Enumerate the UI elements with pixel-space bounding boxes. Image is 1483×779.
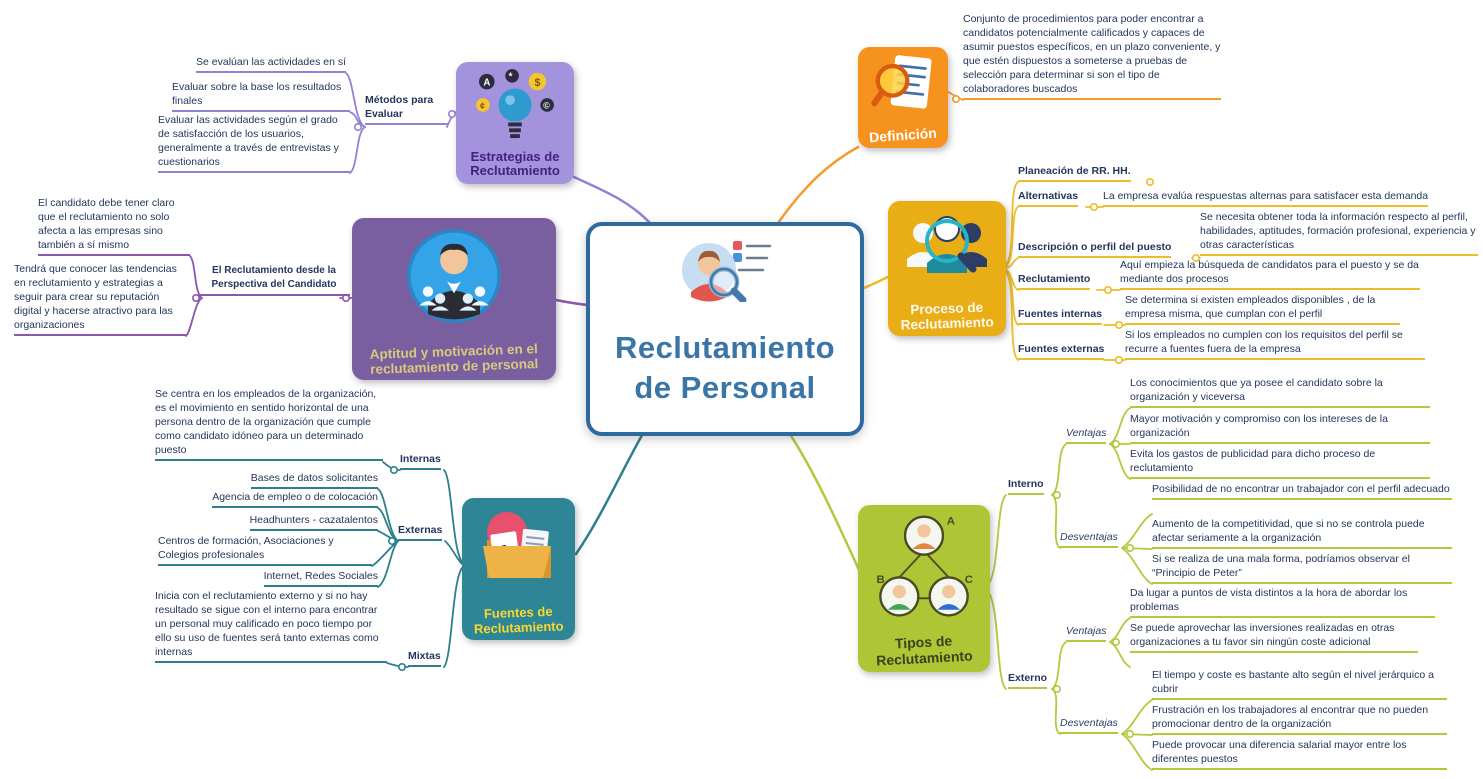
tipos-externo-desventajas-label[interactable]: Desventajas xyxy=(1060,716,1118,734)
aptitud-item-text[interactable]: El candidato debe tener claro que el rec… xyxy=(38,196,190,256)
people-search-icon xyxy=(907,216,987,273)
proceso-item-label[interactable]: Fuentes internas xyxy=(1018,307,1103,325)
tipos-item-text[interactable]: Mayor motivación y compromiso con los in… xyxy=(1130,412,1430,444)
central-topic[interactable]: Reclutamiento de Personal xyxy=(586,222,864,436)
person-with-magnifier-and-checklist-icon xyxy=(682,241,772,302)
three-people-network-icon: A B C xyxy=(877,515,973,617)
tipos-interno-ventajas-label[interactable]: Ventajas xyxy=(1066,426,1107,444)
document-magnifier-icon xyxy=(871,55,932,109)
proceso-item-text[interactable]: Se necesita obtener toda la información … xyxy=(1200,210,1478,256)
proceso-item-label[interactable]: Alternativas xyxy=(1018,189,1079,207)
fuentes-externas-item[interactable]: Bases de datos solicitantes xyxy=(250,471,378,489)
perspectiva-label[interactable]: El Reclutamiento desde la Perspectiva de… xyxy=(198,264,350,296)
fuentes-externas-item[interactable]: Centros de formación, Asociaciones y Col… xyxy=(158,534,372,566)
tipos-item-text[interactable]: Los conocimientos que ya posee el candid… xyxy=(1130,376,1430,408)
proceso-item-label[interactable]: Reclutamiento xyxy=(1018,272,1091,290)
central-title-line2: de Personal xyxy=(634,370,816,406)
tipos-interno-desventajas-label[interactable]: Desventajas xyxy=(1060,530,1118,548)
central-title-line1: Reclutamiento xyxy=(614,330,836,365)
tipos-item-text[interactable]: Puede provocar una diferencia salarial m… xyxy=(1152,738,1447,770)
svg-text:©: © xyxy=(543,100,550,110)
fuentes-externas-item[interactable]: Internet, Redes Sociales xyxy=(263,569,378,587)
tipos-externo-ventajas-label[interactable]: Ventajas xyxy=(1066,624,1107,642)
estrategias-item-text[interactable]: Se evalúan las actividades en sí xyxy=(196,55,347,73)
svg-text:$: $ xyxy=(534,77,540,89)
proceso-label: Proceso de Reclutamiento xyxy=(900,299,995,333)
proceso-item-text[interactable]: Si los empleados no cumplen con los requ… xyxy=(1125,328,1425,360)
tipos-item-text[interactable]: Frustración en los trabajadores al encon… xyxy=(1152,703,1447,735)
proceso-item-label[interactable]: Descripción o perfil del puesto xyxy=(1018,240,1172,258)
tipos-item-text[interactable]: Posibilidad de no encontrar un trabajado… xyxy=(1152,482,1452,500)
proceso-item-label[interactable]: Planeación de RR. HH. xyxy=(1018,164,1131,182)
team-circle-icon xyxy=(407,229,501,323)
estrategias-label: Estrategias de Reclutamiento xyxy=(470,148,560,179)
fuentes-label: Fuentes de Reclutamiento xyxy=(473,603,564,637)
tipos-item-text[interactable]: Si se realiza de una mala forma, podríam… xyxy=(1152,552,1452,584)
svg-text:B: B xyxy=(877,574,885,586)
fuentes-node[interactable]: A Fuentes de Reclutamiento xyxy=(462,498,575,640)
tipos-node[interactable]: A B C Tipos de Reclutamiento xyxy=(858,505,990,672)
fuentes-externas-item[interactable]: Headhunters - cazatalentos xyxy=(249,513,378,531)
aptitud-node[interactable]: Aptitud y motivación en el reclutamiento… xyxy=(352,218,556,380)
fuentes-internas-label[interactable]: Internas xyxy=(400,452,441,470)
proceso-item-text[interactable]: Aquí empieza la búsqueda de candidatos p… xyxy=(1120,258,1420,290)
proceso-item-label[interactable]: Fuentes externas xyxy=(1018,342,1105,360)
definicion-label: Definición xyxy=(868,124,938,146)
definicion-text[interactable]: Conjunto de procedimientos para poder en… xyxy=(963,12,1221,100)
folder-documents-icon: A xyxy=(482,512,551,578)
aptitud-label: Aptitud y motivación en el reclutamiento… xyxy=(369,340,539,377)
svg-text:A: A xyxy=(947,515,955,527)
idea-bulb-icon: A * $ ¢ © xyxy=(476,68,554,139)
metodos-label[interactable]: Métodos para Evaluar xyxy=(365,93,449,125)
tipos-item-text[interactable]: Evita los gastos de publicidad para dich… xyxy=(1130,447,1430,479)
fuentes-mixtas-label[interactable]: Mixtas xyxy=(408,649,441,667)
tipos-label: Tipos de Reclutamiento xyxy=(875,632,973,668)
tipos-item-text[interactable]: El tiempo y coste es bastante alto según… xyxy=(1152,668,1447,700)
tipos-item-text[interactable]: Se puede aprovechar las inversiones real… xyxy=(1130,621,1418,653)
proceso-item-text[interactable]: Se determina si existen empleados dispon… xyxy=(1125,293,1400,325)
fuentes-internas-text[interactable]: Se centra en los empleados de la organiz… xyxy=(155,387,383,461)
fuentes-externas-item[interactable]: Agencia de empleo o de colocación xyxy=(212,490,378,508)
estrategias-item-text[interactable]: Evaluar las actividades según el grado d… xyxy=(158,113,350,173)
aptitud-item-text[interactable]: Tendrá que conocer las tendencias en rec… xyxy=(14,262,186,336)
estrategias-node[interactable]: A * $ ¢ © Estrategias de Reclutamiento xyxy=(456,62,574,184)
tipos-item-text[interactable]: Aumento de la competitividad, que si no … xyxy=(1152,517,1452,549)
estrategias-item-text[interactable]: Evaluar sobre la base los resultados fin… xyxy=(172,80,350,112)
svg-text:A: A xyxy=(483,78,490,89)
central-topic-title: Reclutamiento de Personal xyxy=(590,328,860,409)
fuentes-externas-label[interactable]: Externas xyxy=(398,523,443,541)
svg-text:C: C xyxy=(965,574,973,586)
tipos-interno-label[interactable]: Interno xyxy=(1008,477,1044,495)
svg-text:¢: ¢ xyxy=(480,101,485,111)
svg-text:*: * xyxy=(509,72,513,83)
tipos-externo-label[interactable]: Externo xyxy=(1008,671,1048,689)
fuentes-mixtas-text[interactable]: Inicia con el reclutamiento externo y si… xyxy=(155,589,387,663)
tipos-item-text[interactable]: Da lugar a puntos de vista distintos a l… xyxy=(1130,586,1435,618)
definicion-node[interactable]: Definición xyxy=(858,47,948,148)
proceso-node[interactable]: Proceso de Reclutamiento xyxy=(888,201,1006,336)
proceso-item-text[interactable]: La empresa evalúa respuestas alternas pa… xyxy=(1103,189,1429,207)
